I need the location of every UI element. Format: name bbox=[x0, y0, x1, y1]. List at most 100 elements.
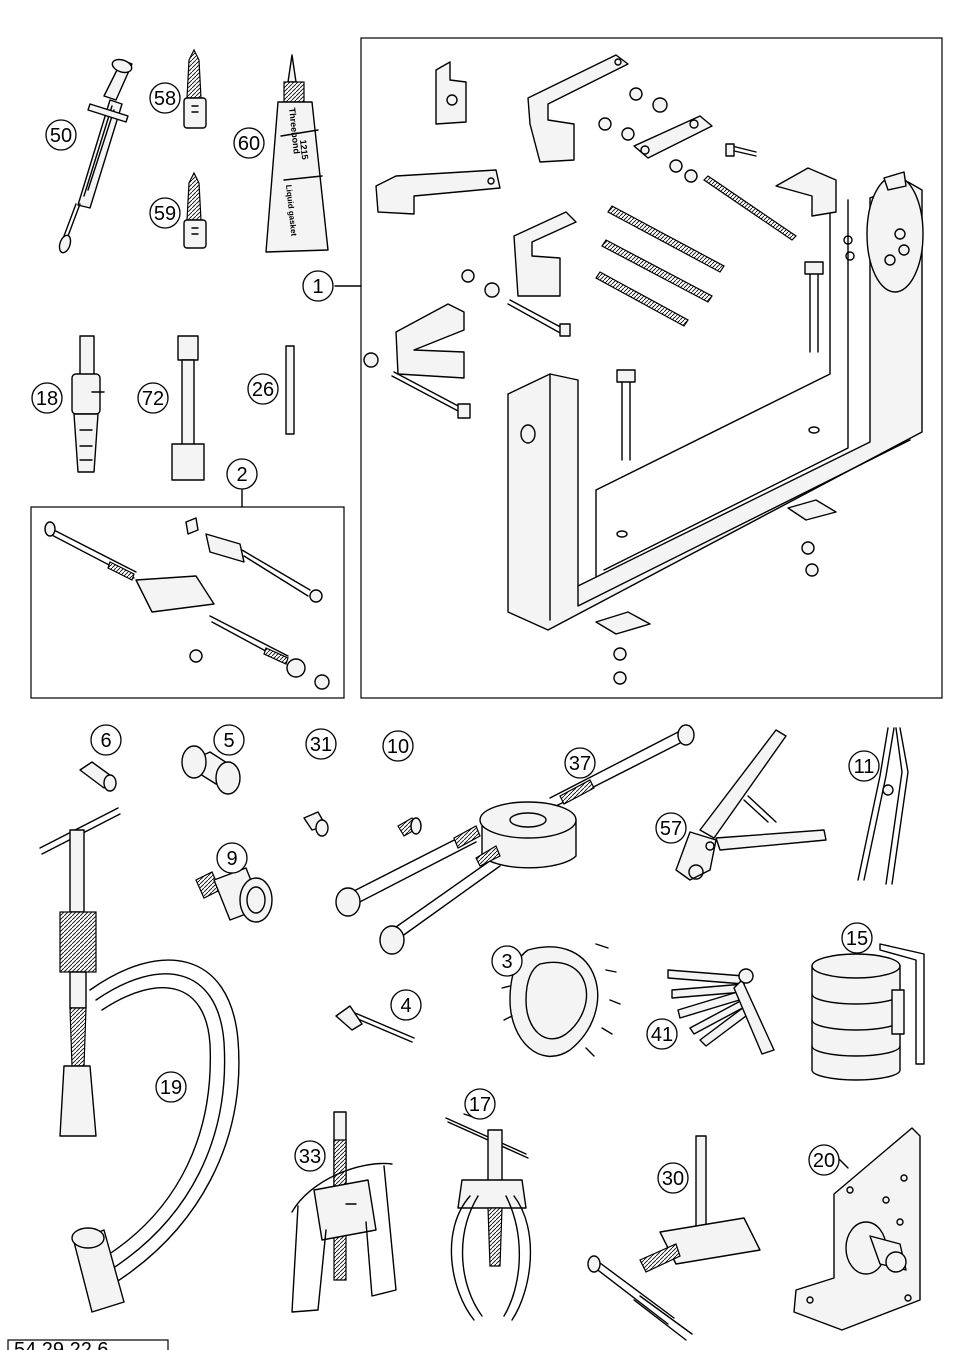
callout-circle bbox=[848, 750, 880, 782]
callout-label: 72 bbox=[142, 388, 164, 410]
screw-31-drawing bbox=[303, 811, 329, 837]
callout-label: 3 bbox=[501, 951, 512, 973]
callout-screw-10: 10 bbox=[382, 730, 414, 762]
callout-label: 11 bbox=[854, 756, 875, 778]
callout-piston-ring-compressor: 15 bbox=[841, 922, 873, 954]
feeler-gauge-drawing bbox=[667, 968, 775, 1055]
callout-label: 1 bbox=[312, 276, 323, 298]
callout-crankshaft-assembly-tool: 2 bbox=[226, 458, 258, 490]
callout-label: 10 bbox=[387, 736, 409, 758]
callout-circle bbox=[155, 1071, 187, 1103]
callout-sleeve-cap: 5 bbox=[213, 724, 245, 756]
callout-circle bbox=[491, 945, 523, 977]
callout-gear-segment: 3 bbox=[491, 945, 523, 977]
callout-conical-sleeve: 6 bbox=[90, 724, 122, 756]
callout-circle bbox=[213, 724, 245, 756]
callout-label: 17 bbox=[469, 1094, 491, 1116]
callout-label: 5 bbox=[223, 730, 234, 752]
callout-feeler-gauge: 41 bbox=[646, 1018, 678, 1050]
callout-screw-31: 31 bbox=[305, 728, 337, 760]
gear-segment-drawing bbox=[501, 943, 621, 1057]
callout-circle bbox=[808, 1144, 840, 1176]
callout-circle bbox=[233, 127, 265, 159]
callout-label: 60 bbox=[238, 133, 260, 155]
gear-puller-drawing bbox=[445, 1117, 532, 1321]
callout-label: 9 bbox=[226, 848, 237, 870]
callout-label: 41 bbox=[651, 1024, 673, 1046]
mounting-plate-drawing bbox=[793, 1127, 921, 1331]
callout-locking-key: 4 bbox=[390, 989, 422, 1021]
callout-circle bbox=[149, 197, 181, 229]
callout-pin-punch: 26 bbox=[247, 373, 279, 405]
callout-loctite-bottle-58: 58 bbox=[149, 82, 181, 114]
callout-label: 59 bbox=[154, 203, 176, 225]
crankshaft-tool-drawing bbox=[44, 517, 330, 690]
callout-label: 6 bbox=[100, 730, 111, 752]
valve-compressor-drawing bbox=[39, 807, 240, 1313]
callout-label: 33 bbox=[299, 1146, 321, 1168]
callout-circle bbox=[646, 1018, 678, 1050]
crimping-pliers-drawing bbox=[675, 729, 827, 881]
screw-10-drawing bbox=[397, 817, 422, 837]
clamp-tool-drawing bbox=[587, 1135, 761, 1341]
callout-grease-gun: 50 bbox=[45, 119, 77, 151]
callout-label: 2 bbox=[236, 464, 247, 486]
hex-socket-drawing bbox=[171, 335, 205, 481]
callout-crimping-pliers: 57 bbox=[655, 812, 687, 844]
callout-circle bbox=[247, 373, 279, 405]
callout-circle bbox=[294, 1140, 326, 1172]
callout-label: 20 bbox=[813, 1150, 835, 1172]
callout-label: 26 bbox=[252, 379, 274, 401]
callout-label: 19 bbox=[160, 1077, 182, 1099]
callout-circlip-pliers: 11 bbox=[848, 750, 880, 782]
circlip-pliers-drawing bbox=[857, 727, 909, 885]
engine-stand-drawing bbox=[363, 54, 924, 685]
callout-label: 31 bbox=[310, 734, 332, 756]
callout-circle bbox=[31, 382, 63, 414]
callout-label: 37 bbox=[569, 753, 591, 775]
callout-circle bbox=[137, 382, 169, 414]
tube-text-1: Threebond bbox=[287, 107, 302, 154]
callout-label: 50 bbox=[50, 125, 72, 147]
tube-text-2: 1215 bbox=[298, 139, 310, 160]
callout-circle bbox=[45, 119, 77, 151]
callout-circle bbox=[305, 728, 337, 760]
callout-circle bbox=[216, 842, 248, 874]
locking-key-drawing bbox=[335, 1005, 415, 1043]
callout-clamp-tool: 30 bbox=[657, 1162, 689, 1194]
callout-sealant-tube: 60 bbox=[233, 127, 265, 159]
callout-label: 4 bbox=[400, 995, 411, 1017]
part-number-box: 54.29.22.6 bbox=[7, 1339, 169, 1350]
adapter-drawing bbox=[195, 867, 273, 923]
callout-circle bbox=[564, 747, 596, 779]
callout-hex-socket-tool: 72 bbox=[137, 382, 169, 414]
callout-circle bbox=[655, 812, 687, 844]
callout-circle bbox=[382, 730, 414, 762]
callout-label: 58 bbox=[154, 88, 176, 110]
bottle-59-drawing bbox=[183, 171, 207, 249]
bottle-58-drawing bbox=[183, 48, 207, 129]
callout-circle bbox=[464, 1088, 496, 1120]
rotor-puller-drawing bbox=[335, 724, 695, 955]
callout-label: 15 bbox=[846, 928, 868, 950]
callout-circle bbox=[302, 270, 334, 302]
grease-gun-drawing bbox=[58, 58, 133, 254]
callout-rotor-puller: 37 bbox=[564, 747, 596, 779]
callout-valve-spring-compressor: 19 bbox=[155, 1071, 187, 1103]
sealant-tube-drawing: Threebond 1215 Liquid gasket bbox=[265, 54, 329, 253]
callout-circle bbox=[657, 1162, 689, 1194]
callout-bearing-puller: 18 bbox=[31, 382, 63, 414]
sleeve-cap-drawing bbox=[181, 745, 241, 795]
bearing-extractor-drawing bbox=[291, 1111, 397, 1313]
callout-bearing-extractor: 33 bbox=[294, 1140, 326, 1172]
callout-circle bbox=[390, 989, 422, 1021]
part-number-code: 54.29.22.6 bbox=[14, 1339, 109, 1350]
callout-engine-stand-kit: 1 bbox=[302, 270, 334, 302]
callout-label: 30 bbox=[662, 1168, 684, 1190]
callout-circle bbox=[841, 922, 873, 954]
callout-circle bbox=[90, 724, 122, 756]
callout-label: 57 bbox=[660, 818, 682, 840]
pin-punch-drawing bbox=[285, 345, 295, 435]
